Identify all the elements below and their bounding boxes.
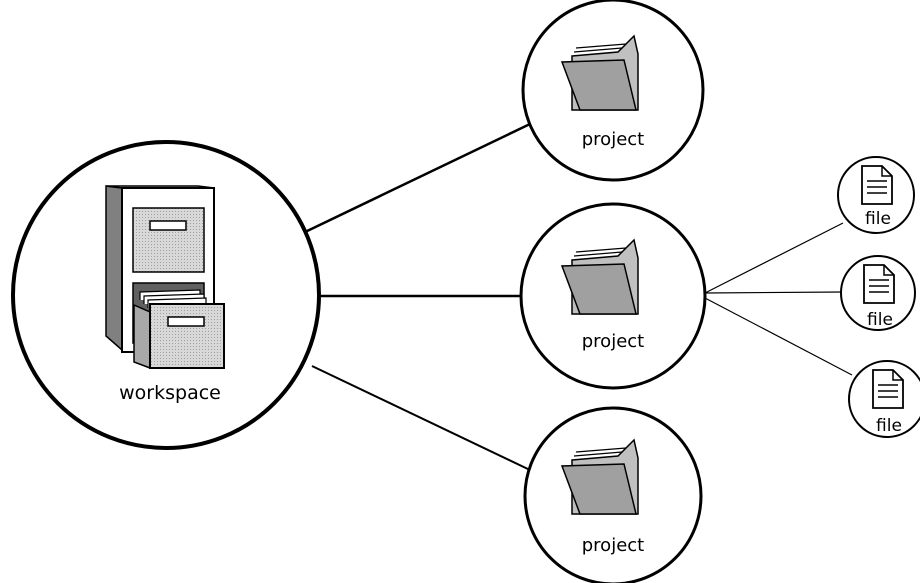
folder-icon <box>560 34 639 111</box>
project-label: project <box>582 129 644 150</box>
file-label: file <box>865 209 891 229</box>
document-icon <box>872 369 904 409</box>
file-node: file <box>840 255 916 331</box>
connectors <box>302 122 853 471</box>
folder-icon <box>560 238 639 315</box>
project-label: project <box>582 535 644 556</box>
file-label: file <box>876 416 902 436</box>
document-icon <box>863 264 895 304</box>
project-label: project <box>582 331 644 352</box>
file-label: file <box>867 310 893 330</box>
workspace-node: workspace <box>11 140 321 450</box>
project-node: project <box>523 406 703 583</box>
connector-project-file-2 <box>704 291 844 294</box>
connector-workspace-project-3 <box>311 365 531 471</box>
connector-project-file-1 <box>704 222 844 294</box>
connector-workspace-project-1 <box>302 122 531 235</box>
connector-project-file-3 <box>704 297 853 376</box>
filing-cabinet-icon <box>105 185 225 370</box>
folder-icon <box>560 438 639 515</box>
document-icon <box>861 165 893 205</box>
project-node: project <box>519 202 707 390</box>
file-node: file <box>848 360 920 438</box>
file-node: file <box>837 156 915 234</box>
workspace-label: workspace <box>119 382 221 404</box>
project-node: project <box>521 0 705 182</box>
